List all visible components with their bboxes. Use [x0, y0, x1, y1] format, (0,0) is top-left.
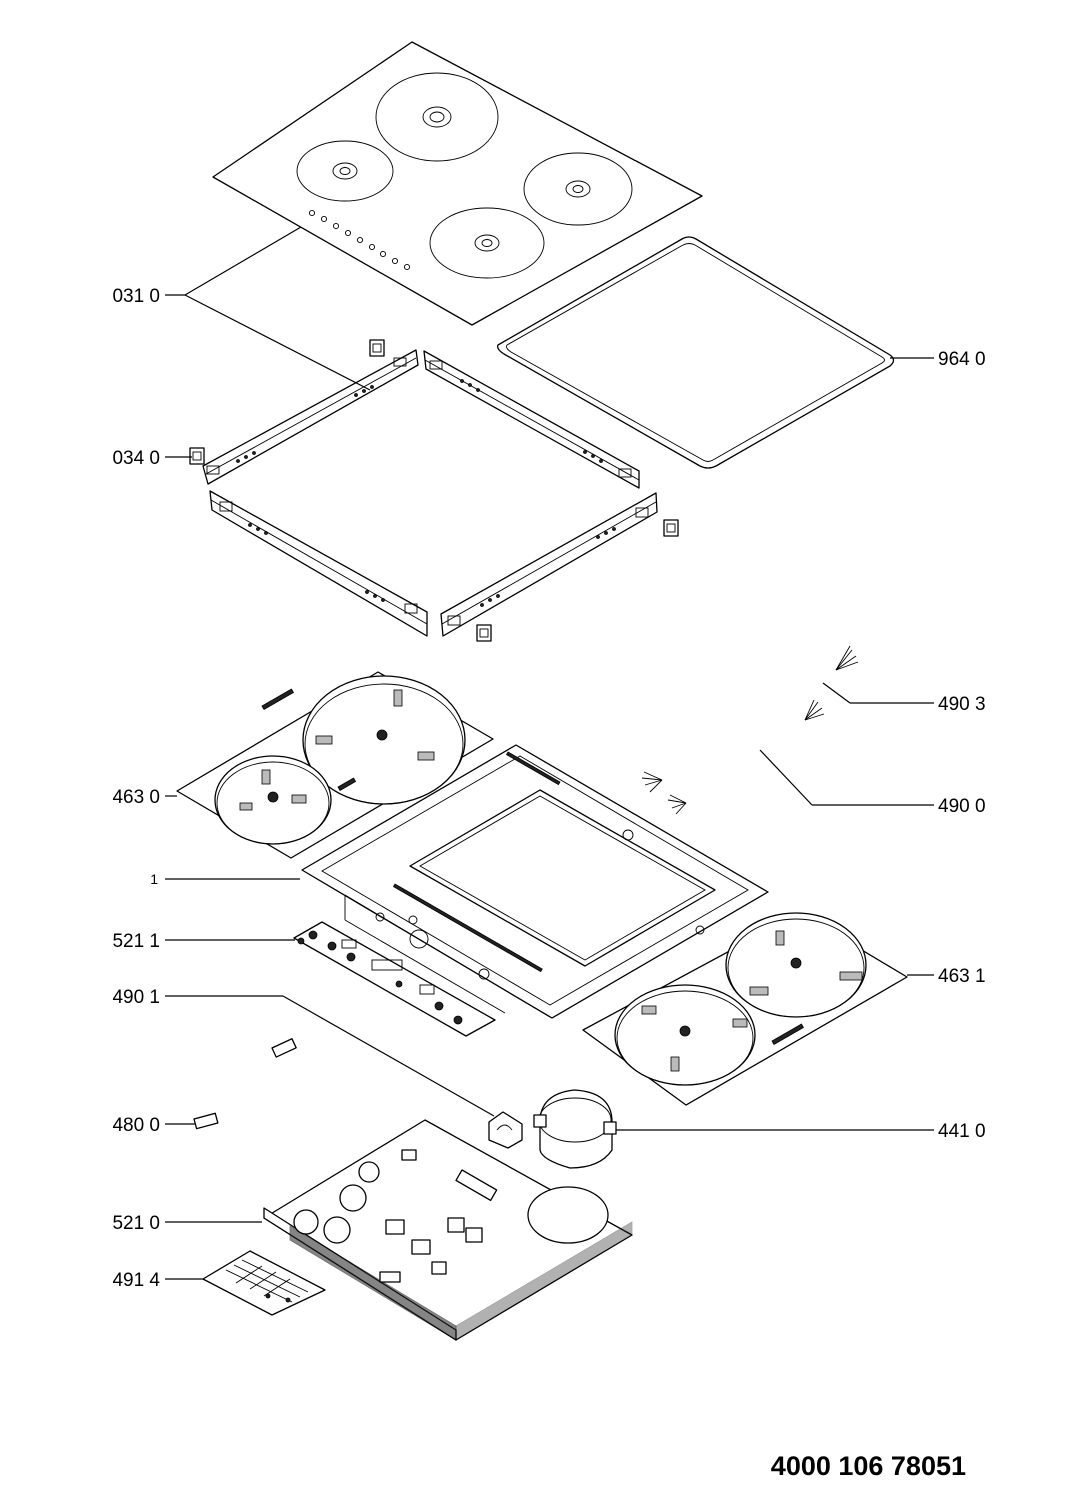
cooking-zone-left: [296, 140, 394, 202]
label-490-3: 490 3: [938, 694, 986, 715]
glass-ceramic-top: [212, 41, 703, 326]
label-441-0: 441 0: [938, 1121, 986, 1142]
corner-clip: [369, 339, 385, 357]
power-board-housing: [263, 1119, 633, 1341]
corner-clip: [476, 624, 492, 642]
label-964-0: 964 0: [938, 349, 986, 370]
bottom-tray: [301, 744, 769, 1019]
label-034-0: 034 0: [112, 448, 160, 469]
label-490-0: 490 0: [938, 796, 986, 817]
power-cables: [641, 645, 859, 815]
document-code: 4000 106 78051: [771, 1451, 966, 1481]
frame-profiles: [189, 339, 679, 642]
label-491-4: 491 4: [112, 1270, 160, 1291]
part-labels: 031 0 964 0 034 0 490 3 463 0 490 0 1 52…: [112, 286, 985, 1291]
cooking-zone-front: [429, 207, 545, 279]
filter-grille: [202, 1250, 326, 1316]
label-490-1: 490 1: [112, 987, 160, 1008]
label-521-0: 521 0: [112, 1213, 160, 1234]
gasket-seal: [496, 236, 895, 469]
induction-coil-plate-right: [582, 912, 908, 1106]
leader-lines: [165, 226, 934, 1280]
label-463-0: 463 0: [112, 787, 160, 808]
ribbon-cable: [193, 1038, 297, 1130]
corner-clip: [189, 447, 205, 465]
control-indicator-dots: [308, 209, 411, 271]
cooking-zone-right: [523, 152, 633, 226]
label-521-1: 521 1: [112, 931, 160, 952]
control-board: [293, 921, 496, 1037]
cooling-fan: [533, 1089, 617, 1169]
label-480-0: 480 0: [112, 1115, 160, 1136]
label-031-0: 031 0: [112, 286, 160, 307]
label-463-1: 463 1: [938, 966, 986, 987]
induction-coil-plate-left: [176, 671, 494, 859]
corner-clip: [663, 519, 679, 537]
cooking-zone-large: [375, 72, 499, 162]
label-1: 1: [150, 871, 158, 887]
cable-clamp: [488, 1111, 523, 1149]
